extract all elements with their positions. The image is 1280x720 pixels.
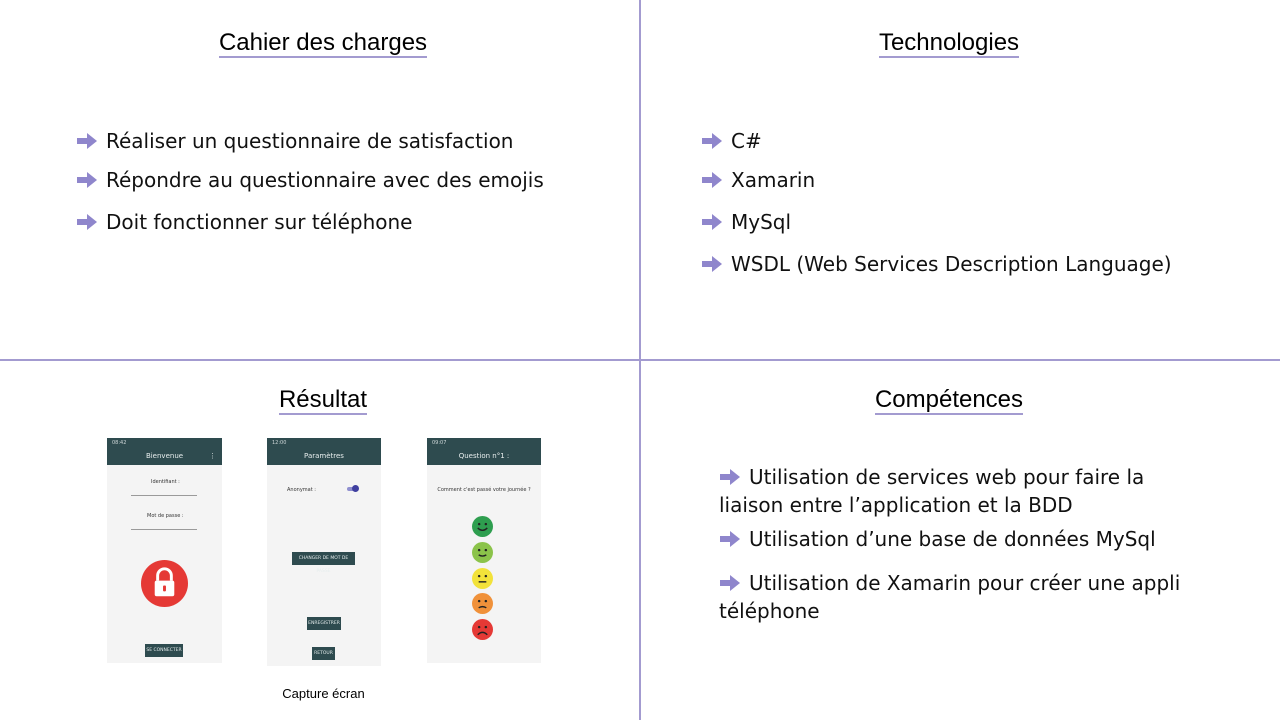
arrow-right-icon (702, 214, 722, 230)
emoji-sad-icon[interactable] (472, 593, 493, 614)
connect-button[interactable]: SE CONNECTER (145, 644, 183, 657)
status-bar: 09:07 (427, 438, 541, 448)
arrow-right-icon (77, 172, 97, 188)
resultat-title: Résultat (278, 386, 368, 415)
cahier-title: Cahier des charges (218, 29, 428, 58)
emoji-very-sad-icon[interactable] (472, 619, 493, 640)
identifiant-label: Identifiant : (151, 479, 180, 485)
settings-screenshot: 12:00 Paramètres Anonymat : CHANGER DE M… (267, 438, 381, 666)
emoji-face (472, 619, 493, 640)
list-item: MySql (701, 208, 1172, 236)
anonymat-toggle[interactable] (347, 485, 359, 492)
list-item: Utilisation de Xamarin pour créer une ap… (719, 571, 1181, 623)
competences-title: Compétences (874, 386, 1024, 415)
emoji-face (472, 593, 493, 614)
app-bar: Question n°1 : (427, 448, 541, 465)
question-screenshot: 09:07 Question n°1 : Comment c'est passé… (427, 438, 541, 663)
horizontal-divider (0, 359, 1280, 361)
emoji-neutral-icon[interactable] (472, 568, 493, 589)
arrow-right-icon (77, 214, 97, 230)
password-label: Mot de passe : (147, 513, 184, 519)
arrow-right-icon (702, 172, 722, 188)
list-item: Doit fonctionner sur téléphone (76, 208, 544, 236)
arrow-right-icon (720, 531, 740, 547)
screenshot-caption: Capture écran (282, 686, 365, 701)
identifiant-input[interactable] (131, 495, 197, 496)
status-bar: 12:00 (267, 438, 381, 448)
list-item: Xamarin (701, 166, 1172, 194)
emoji-very-happy-icon[interactable] (472, 516, 493, 537)
list-item: Utilisation de services web pour faire l… (719, 465, 1145, 517)
arrow-right-icon (77, 133, 97, 149)
emoji-happy-icon[interactable] (472, 542, 493, 563)
login-screenshot: 08:42 Bienvenue ⋮ Identifiant : Mot de p… (107, 438, 222, 663)
back-button[interactable]: RETOUR (312, 647, 335, 660)
list-item: WSDL (Web Services Description Language) (701, 250, 1172, 278)
list-item: C# (701, 127, 1172, 155)
list-item: Réaliser un questionnaire de satisfactio… (76, 127, 544, 155)
more-vert-icon: ⋮ (209, 452, 216, 460)
arrow-right-icon (720, 575, 740, 591)
save-button[interactable]: ENREGISTRER (307, 617, 341, 630)
technologies-title: Technologies (878, 29, 1020, 58)
lock-icon (141, 560, 188, 607)
status-bar: 08:42 (107, 438, 222, 448)
app-bar: Paramètres (267, 448, 381, 465)
emoji-face (472, 516, 493, 537)
toggle-knob (352, 485, 359, 492)
arrow-right-icon (702, 133, 722, 149)
anonymat-label: Anonymat : (287, 487, 316, 493)
password-input[interactable] (131, 529, 197, 530)
cahier-list: Réaliser un questionnaire de satisfactio… (76, 127, 544, 236)
emoji-face (472, 542, 493, 563)
change-password-button[interactable]: CHANGER DE MOT DE PASSE (292, 552, 355, 574)
question-text: Comment c'est passé votre journée ? (437, 487, 531, 493)
app-bar: Bienvenue ⋮ (107, 448, 222, 465)
technologies-list: C# Xamarin MySql WSDL (Web Services Desc… (701, 127, 1172, 278)
list-item: Utilisation d’une base de données MySql (719, 525, 1189, 553)
arrow-right-icon (720, 469, 740, 485)
competences-list: Utilisation de services web pour faire l… (719, 463, 1189, 625)
emoji-face (472, 568, 493, 589)
arrow-right-icon (702, 256, 722, 272)
list-item: Répondre au questionnaire avec des emoji… (76, 166, 544, 194)
